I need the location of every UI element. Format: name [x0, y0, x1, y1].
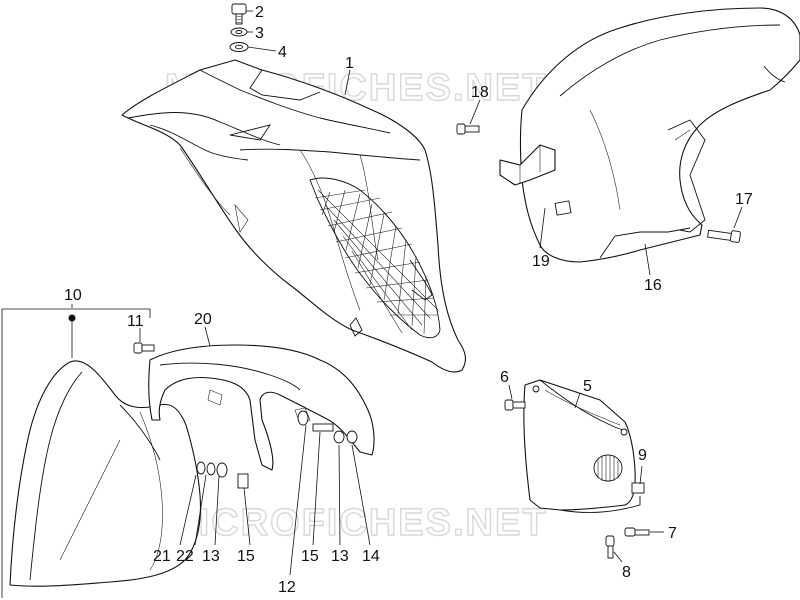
- callout-19: 19: [532, 253, 550, 270]
- screw-2: [231, 3, 247, 25]
- screw-8: [605, 535, 615, 559]
- callout-4: 4: [278, 44, 287, 61]
- bracket-19: [499, 144, 572, 216]
- callout-12: 12: [278, 579, 296, 596]
- screw-7: [624, 527, 650, 537]
- callout-10: 10: [64, 287, 82, 304]
- callout-9: 9: [638, 447, 647, 464]
- callout-labels: 2 3 4 1 18 19 17 16 10 11 20 6 5 9 7 8 2…: [64, 4, 753, 596]
- callout-2: 2: [255, 4, 264, 21]
- callout-17: 17: [735, 191, 753, 208]
- washer-4: [229, 42, 249, 52]
- screw-11: [133, 342, 155, 354]
- callout-18: 18: [471, 84, 489, 101]
- callout-13-left: 13: [202, 548, 220, 565]
- hardware-cluster-right: [297, 410, 358, 444]
- group-bracket-10: [1, 308, 151, 598]
- callout-16: 16: [644, 277, 662, 294]
- inner-fender-part-20: [148, 344, 375, 471]
- callout-11: 11: [127, 313, 144, 330]
- callout-3: 3: [255, 25, 264, 42]
- callout-13-right: 13: [331, 548, 349, 565]
- callout-15-left: 15: [237, 548, 255, 565]
- rear-mudguard-part: [499, 7, 800, 263]
- callout-21: 21: [153, 548, 171, 565]
- callout-14: 14: [362, 548, 380, 565]
- group-dot-10: [68, 314, 76, 322]
- callout-7: 7: [668, 525, 677, 542]
- screw-17: [707, 229, 741, 243]
- screw-6: [504, 399, 526, 411]
- callout-1: 1: [345, 55, 354, 72]
- washer-3: [230, 27, 248, 37]
- callout-8: 8: [622, 564, 631, 581]
- callout-15-right: 15: [301, 548, 319, 565]
- callout-22: 22: [176, 548, 194, 565]
- screw-18: [456, 123, 480, 135]
- hardware-cluster-left: [196, 461, 249, 489]
- lower-cover-part-5: [523, 379, 645, 513]
- callout-5: 5: [583, 378, 592, 395]
- front-mudguard-part: [9, 360, 201, 587]
- clip-9: [631, 482, 645, 494]
- callout-6: 6: [500, 369, 509, 386]
- callout-20: 20: [194, 311, 212, 328]
- watermark-bottom: MICROFICHES.NET: [165, 502, 548, 544]
- front-shield-part: [121, 59, 467, 373]
